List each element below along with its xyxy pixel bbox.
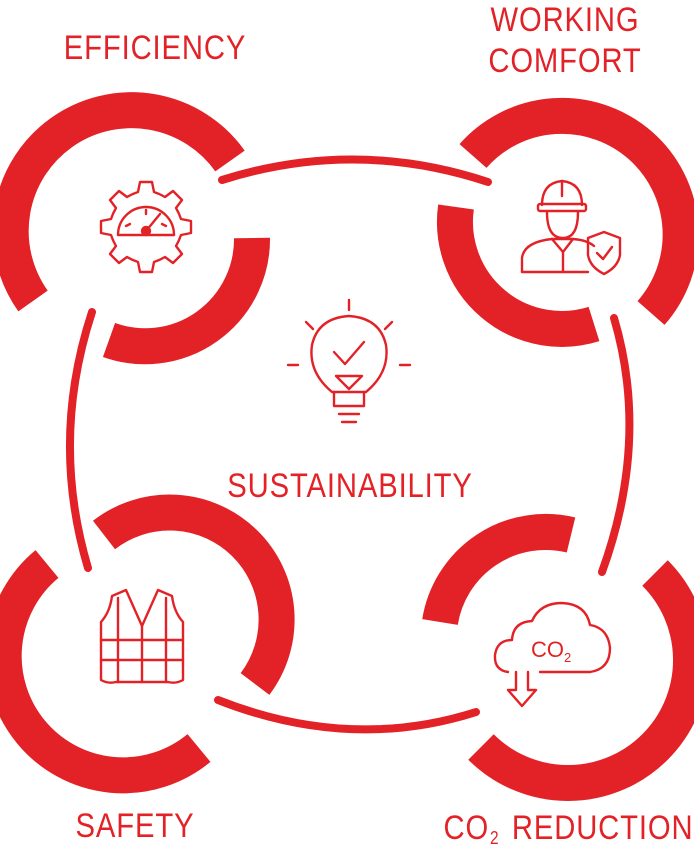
- label-working-comfort: WORKING COMFORT: [466, 0, 664, 82]
- ring-safety-arc-b: [0, 550, 211, 794]
- connector-bottom-arc: [214, 696, 480, 734]
- ring-efficiency-arc-a: [0, 92, 245, 312]
- label-working-comfort-line2: COMFORT: [488, 41, 642, 80]
- label-efficiency: EFFICIENCY: [63, 29, 247, 67]
- worker-shield-icon: [520, 179, 622, 276]
- label-working-comfort-line1: WORKING: [490, 1, 640, 39]
- label-co2-reduction: CO2 REDUCTION: [443, 808, 693, 850]
- gear-gauge-icon: [99, 180, 193, 274]
- connector-right-arc: [598, 314, 634, 576]
- ring-working-comfort-arc-b: [436, 204, 600, 347]
- ring-working-comfort-arc-a: [459, 97, 694, 325]
- lightbulb-check-icon: [286, 298, 412, 424]
- label-co2-subscript: 2: [489, 828, 500, 848]
- co2-icon-text: CO2: [531, 637, 571, 665]
- label-co2-suffix: REDUCTION: [511, 809, 694, 847]
- connector-left-arc: [65, 308, 96, 572]
- connector-top-arc: [218, 155, 492, 186]
- ring-safety-arc-a: [92, 494, 295, 695]
- co2-cloud-icon: [493, 601, 612, 708]
- ring-co2-arc-a: [422, 513, 576, 626]
- ring-efficiency-arc-b: [102, 237, 271, 365]
- safety-vest-icon: [99, 588, 185, 684]
- label-sustainability: SUSTAINABILITY: [227, 467, 473, 505]
- label-co2-prefix: CO: [443, 809, 490, 847]
- ring-co2-arc-b: [468, 560, 694, 801]
- label-safety: SAFETY: [75, 807, 195, 845]
